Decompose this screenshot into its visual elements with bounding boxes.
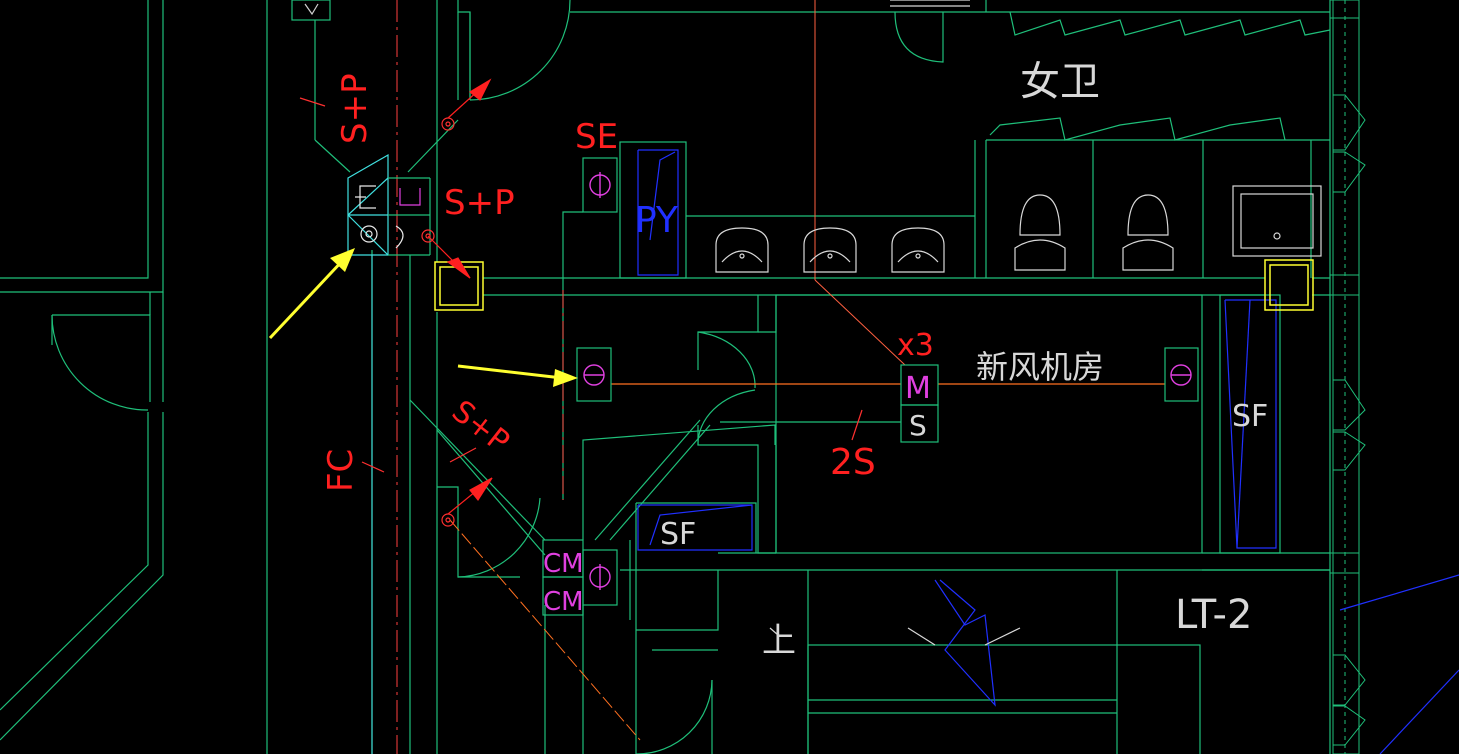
toilet-2-icon — [1122, 194, 1174, 271]
label-s: S — [909, 409, 927, 442]
label-up: 上 — [762, 621, 796, 661]
blue-line-right-2 — [1379, 669, 1459, 754]
blue-line-right — [1339, 574, 1459, 611]
diffuser-right-icon — [1164, 347, 1199, 402]
label-m: M — [905, 371, 931, 406]
toilet-1-icon — [1014, 194, 1066, 271]
blue-shafts — [637, 149, 1277, 707]
columns — [434, 259, 1314, 311]
label-sf-low: SF — [660, 517, 696, 552]
yellow-arrow-detector — [268, 256, 347, 340]
hatched-exterior-wall — [1329, 0, 1366, 754]
fan-unit-icon[interactable] — [900, 364, 939, 443]
wash-basins — [715, 0, 1322, 273]
red-arrows — [427, 78, 493, 515]
diffuser-se-icon — [582, 157, 618, 213]
leader-ticks — [299, 97, 477, 473]
yellow-arrow-diffuser — [457, 364, 563, 380]
label-2s: 2S — [830, 442, 876, 483]
label-fc: FC — [321, 449, 361, 492]
sink-icon — [1232, 185, 1322, 257]
label-fresh-air-room: 新风机房 — [976, 348, 1104, 386]
cm-devices-icon[interactable] — [542, 539, 584, 616]
diffusers — [576, 157, 1199, 606]
detector-cluster-icon[interactable] — [347, 153, 431, 256]
label-womens-toilet: 女卫 — [1020, 59, 1100, 105]
label-x3: x3 — [897, 328, 934, 363]
basin-1-icon — [715, 227, 769, 273]
label-lt2: LT-2 — [1175, 592, 1252, 638]
diffuser-left-icon[interactable] — [576, 347, 612, 402]
basin-2-icon — [803, 227, 857, 273]
label-sf-right: SF — [1232, 399, 1268, 434]
top-device-icon — [291, 0, 331, 21]
basin-3-icon — [891, 227, 945, 273]
stair-arrows — [769, 627, 1021, 646]
label-cm-top: CM — [543, 549, 584, 579]
label-py: PY — [635, 200, 679, 241]
tag-leader-2s — [851, 409, 863, 441]
yellow-arrows — [268, 248, 578, 387]
center-lines — [396, 0, 906, 754]
label-s-p-top: S+P — [335, 73, 375, 144]
label-s-p-mid: S+P — [444, 183, 515, 223]
label-se: SE — [575, 117, 618, 157]
label-cm-bottom: CM — [543, 587, 584, 617]
